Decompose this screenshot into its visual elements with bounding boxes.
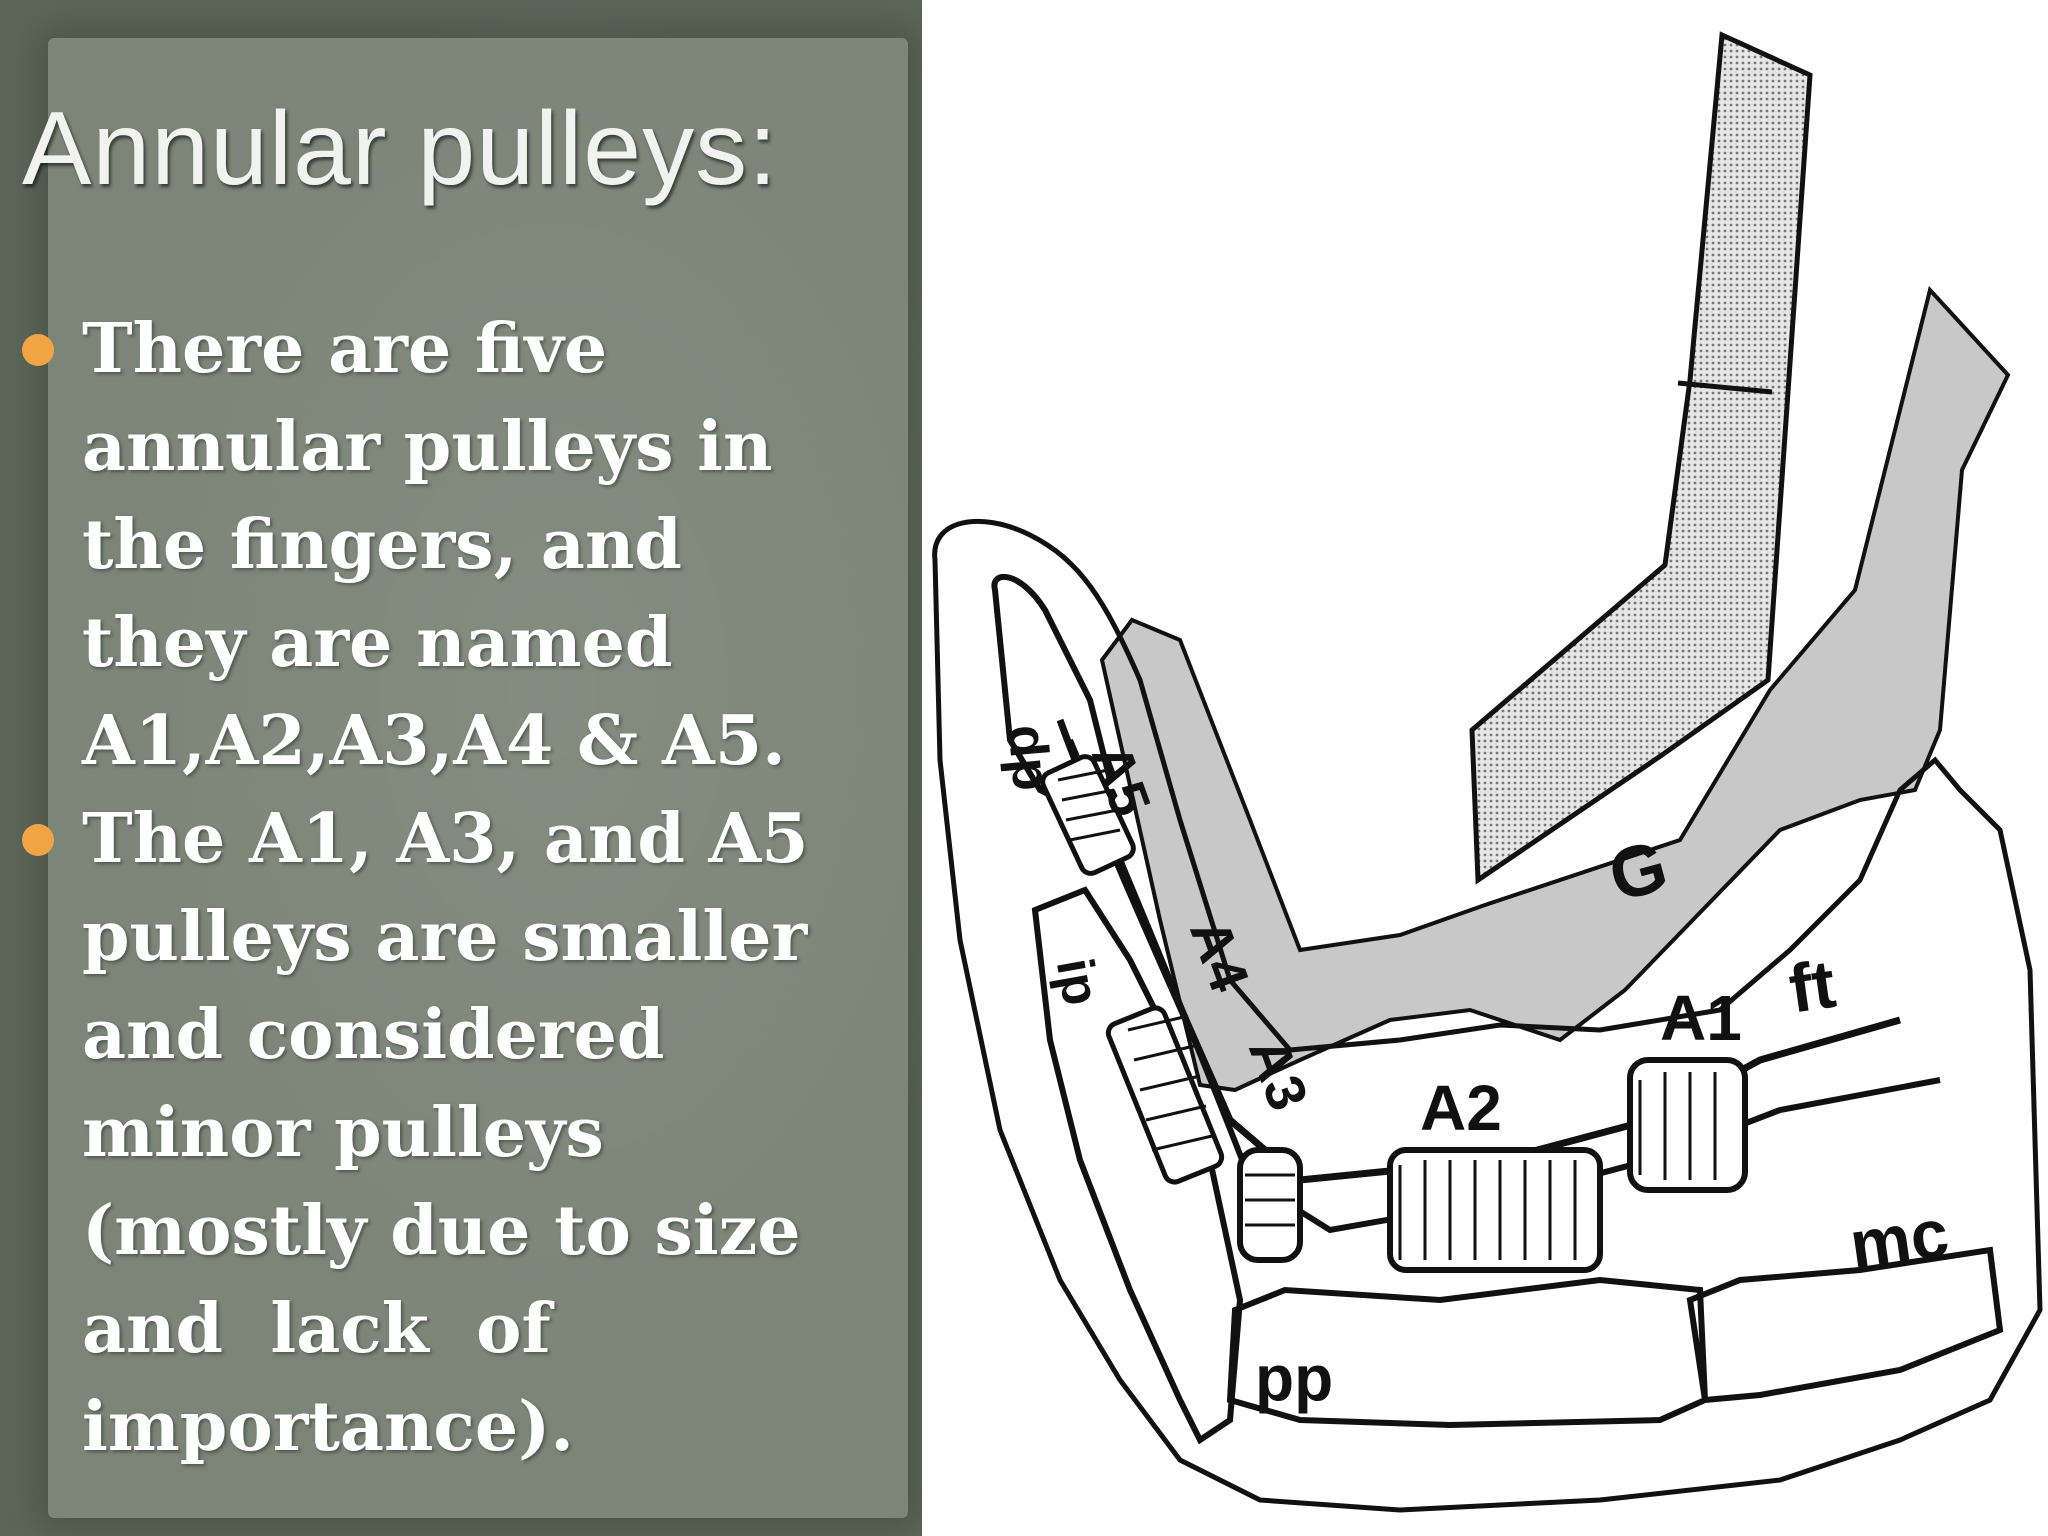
bullet-line: minor pulleys [82, 1093, 604, 1173]
label-ft: ft [1784, 946, 1839, 1028]
bullet-list: There are five annular pulleys in the fi… [22, 300, 912, 1476]
pulley-a3 [1237, 1147, 1303, 1263]
bullet-item: There are five annular pulleys in the fi… [22, 300, 912, 790]
label-a2: A2 [1420, 1072, 1502, 1144]
finger-outline [932, 518, 2043, 1513]
metacarpal [1686, 1246, 2004, 1404]
bullet-dot-icon [22, 334, 54, 366]
label-mc: mc [1845, 1195, 1953, 1284]
label-pp: pp [1255, 1342, 1333, 1414]
slide-title: Annular pulleys: [22, 91, 778, 207]
bullet-line: importance). [82, 1387, 574, 1467]
middle-phalanx [1031, 886, 1244, 1445]
bullet-dot-icon [22, 824, 54, 856]
text-panel: Annular pulleys: There are five annular … [0, 0, 922, 1536]
bullet-line: and considered [82, 995, 665, 1075]
bullet-line: they are named [82, 603, 673, 683]
bullet-line: and lack of [82, 1289, 551, 1369]
bullet-line: (mostly due to size [82, 1191, 801, 1271]
bullet-item: The A1, A3, and A5 pulleys are smaller a… [22, 790, 912, 1476]
pulley-a1 [1627, 1057, 1748, 1193]
pulley-a5 [1040, 754, 1136, 876]
pulley-a4 [1105, 1005, 1225, 1185]
bullet-line: pulleys are smaller [82, 897, 808, 977]
bullet-line: A1,A2,A3,A4 & A5. [82, 701, 786, 781]
bullet-line: There are five [82, 309, 608, 389]
label-dp: dp [996, 722, 1062, 793]
bullet-line: the fingers, and [82, 505, 682, 585]
goniometer-arm [1469, 31, 1813, 885]
bullet-line: The A1, A3, and A5 [82, 799, 809, 879]
pulley-a2 [1387, 1147, 1603, 1273]
goniometer-arm-divider [1677, 380, 1773, 395]
finger-pulley-diagram: A5 A4 A3 A2 A1 ft mc G pp ip dp [932, 31, 2043, 1513]
bullet-line: annular pulleys in [82, 407, 773, 487]
label-a1: A1 [1660, 982, 1742, 1054]
label-ip: ip [1045, 954, 1110, 1010]
